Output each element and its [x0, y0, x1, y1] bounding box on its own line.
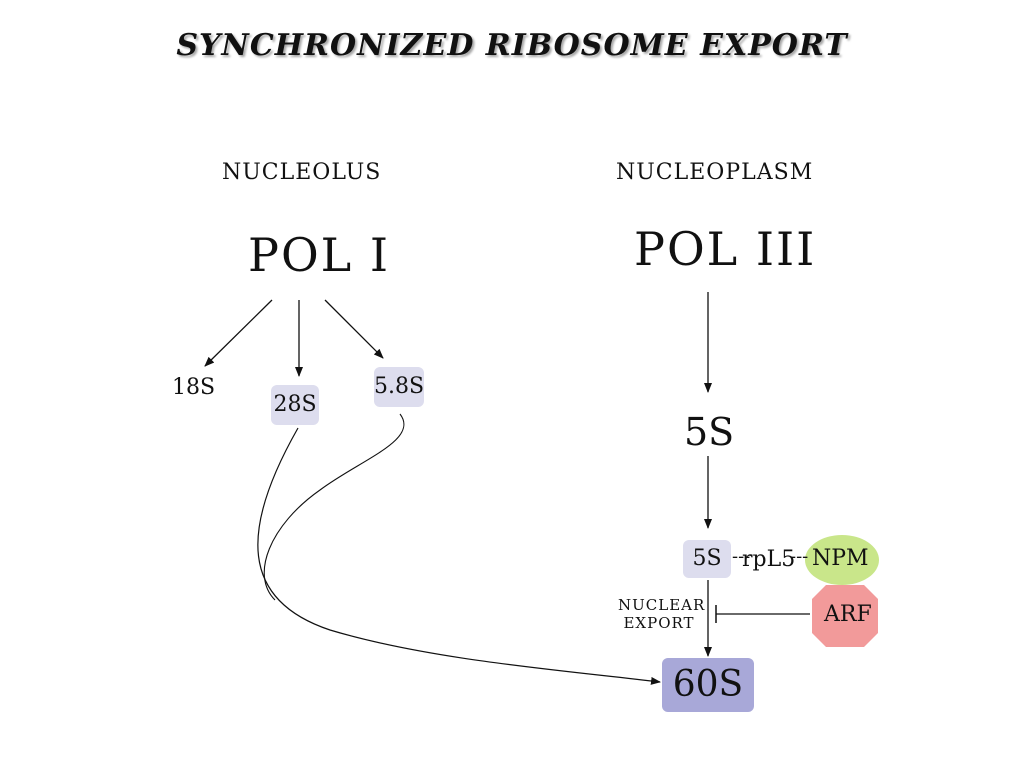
rrna-5s: 5S [684, 410, 735, 454]
nuclear-export-label: NUCLEAR EXPORT [618, 596, 706, 632]
nuclear-export-line2: EXPORT [623, 614, 695, 632]
curve-5-8s-to-60s [263, 413, 405, 601]
pol-i-label: POL I [248, 228, 391, 282]
npm-oval [805, 535, 879, 585]
arf-label: ARF [824, 602, 872, 627]
complex-5s-box: 5S [683, 540, 731, 578]
arrow-pol1-to-18s [204, 299, 273, 367]
complex-link-2: --- [790, 546, 809, 567]
rrna-5-8s: 5.8S [374, 367, 424, 407]
subunit-60s: 60S [662, 658, 754, 712]
nucleoplasm-label: NUCLEOPLASM [616, 160, 814, 185]
pol-iii-label: POL III [634, 222, 817, 276]
complex-link-1: --- [732, 546, 751, 567]
arrow-pol1-to-5-8s [324, 299, 384, 359]
nucleolus-label: NUCLEOLUS [222, 160, 382, 185]
rpl5-label: rpL5 [742, 547, 796, 572]
rrna-18s: 18S [172, 375, 216, 400]
nuclear-export-line1: NUCLEAR [618, 596, 706, 614]
rrna-28s: 28S [271, 385, 319, 425]
npm-label: NPM [812, 546, 869, 571]
diagram-title: SYNCHRONIZED RIBOSOME EXPORT [176, 28, 848, 63]
curve-28s-to-60s [257, 427, 661, 685]
arf-octagon [812, 585, 878, 647]
